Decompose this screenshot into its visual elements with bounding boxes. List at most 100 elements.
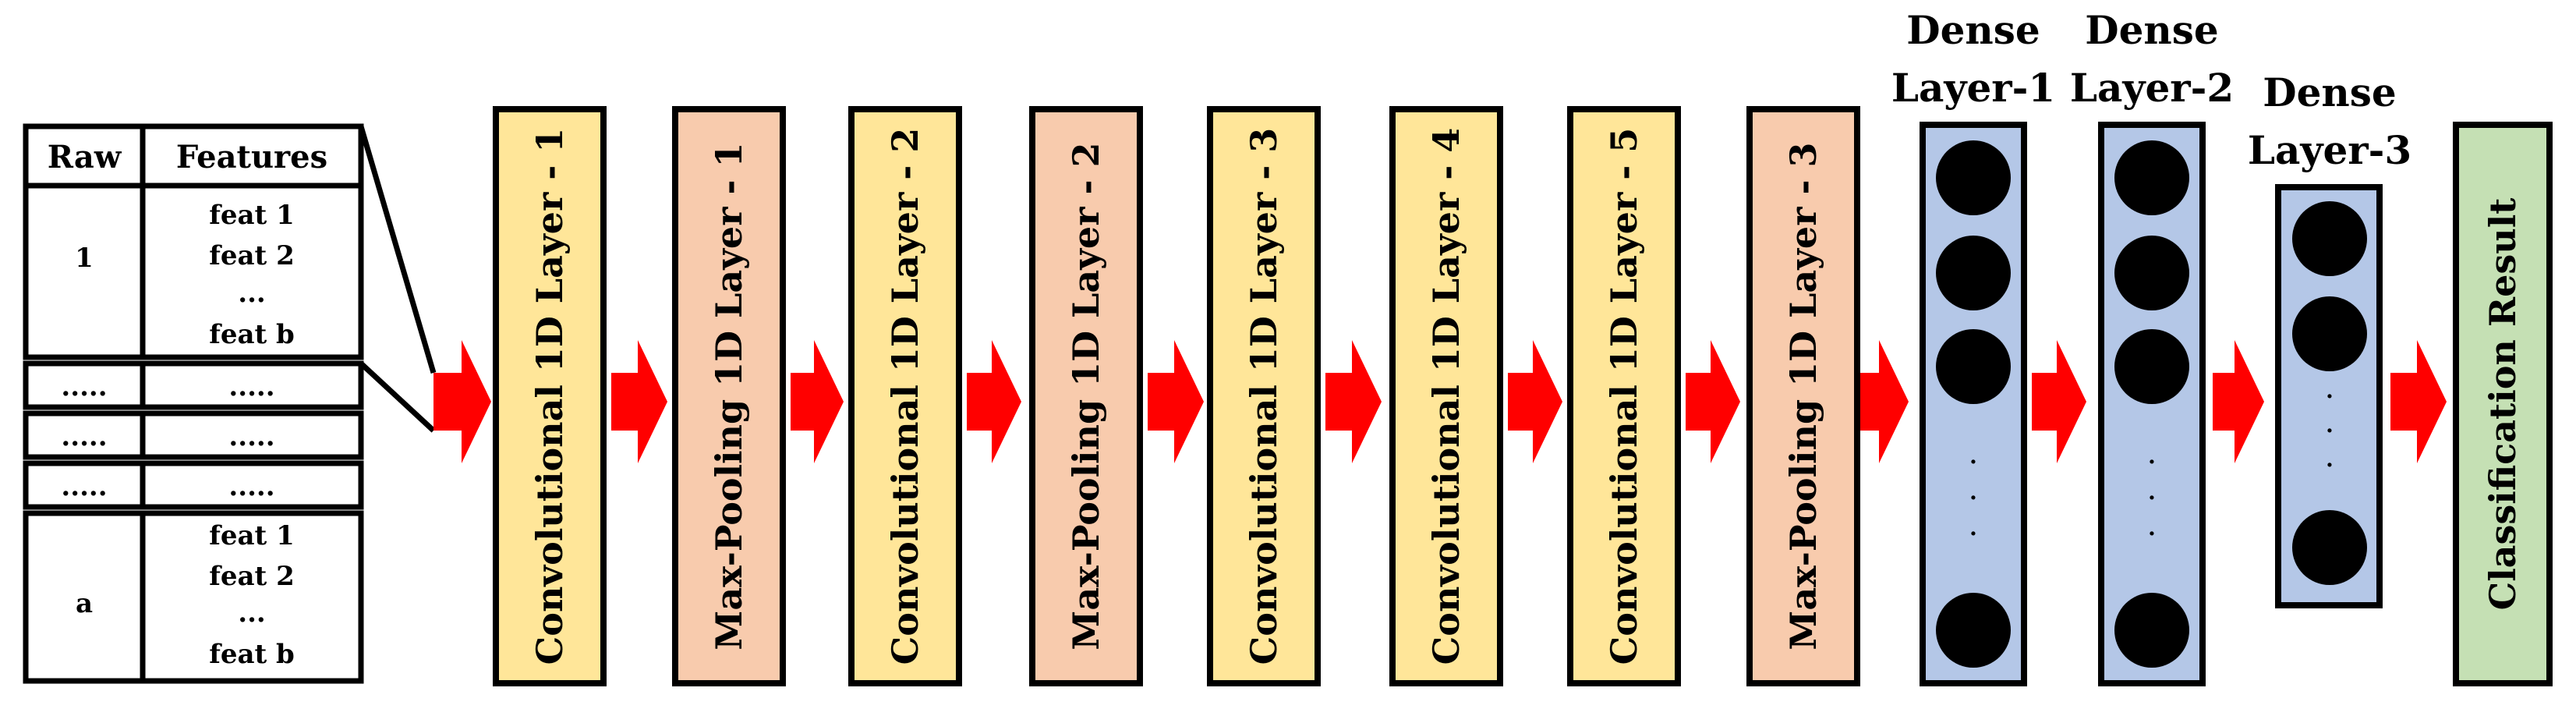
neuron-node (2292, 296, 2367, 371)
dense-layer-1: Dense Layer-1 · · · (1891, 7, 2055, 686)
table-cell-raw: ..... (61, 471, 107, 502)
dense-layer-title: Dense (2263, 69, 2396, 115)
neuron-node (2114, 593, 2189, 668)
ellipsis-dot: · (1969, 445, 1979, 480)
ellipsis-dot: · (2147, 480, 2157, 516)
table-header-raw: Raw (48, 139, 122, 175)
table-row: ..... ..... (23, 410, 364, 460)
neuron-node (2292, 510, 2367, 585)
layer-label: Convolutional 1D Layer - 1 (529, 128, 571, 665)
neuron-node (1936, 236, 2011, 310)
layer-label: Max-Pooling 1D Layer - 2 (1065, 142, 1107, 650)
layer-box (848, 106, 962, 686)
table-cell-feature: ... (238, 597, 266, 629)
flow-arrow (1508, 340, 1562, 463)
ellipsis-dot: · (2147, 445, 2157, 480)
layer-box (1207, 106, 1321, 686)
table-cell-feature: feat 2 (209, 561, 295, 592)
layer-conv-1: Convolutional 1D Layer - 1 (493, 106, 607, 686)
table-cell-raw: 1 (75, 243, 94, 274)
layer-pool-2: Max-Pooling 1D Layer - 2 (1029, 106, 1143, 686)
table-cell-feature: feat 1 (209, 520, 295, 551)
layer-box (1389, 106, 1503, 686)
table-cell-feature: ..... (228, 471, 274, 502)
layer-pool-3: Max-Pooling 1D Layer - 3 (1746, 106, 1860, 686)
dense-layer-3: Dense Layer-3 · · · (2248, 69, 2411, 608)
table-row: ..... ..... (23, 360, 364, 410)
layer-label: Convolutional 1D Layer - 3 (1243, 128, 1285, 665)
flow-arrow (2390, 340, 2447, 463)
table-row: 1 feat 1 feat 2 ... feat b (23, 183, 364, 360)
table-row-frame (23, 183, 364, 360)
neuron-node (2114, 140, 2189, 215)
layer-label: Max-Pooling 1D Layer - 3 (1782, 142, 1824, 650)
flow-arrow (1148, 340, 1204, 463)
dense-layer-2: Dense Layer-2 · · · (2070, 7, 2234, 686)
flow-arrow (611, 340, 667, 463)
dense-layer-title: Layer-2 (2070, 65, 2234, 111)
table-cell-raw: a (76, 588, 93, 619)
flow-arrow (967, 340, 1021, 463)
neuron-node (2114, 329, 2189, 404)
layer-box (1746, 106, 1860, 686)
layer-label: Convolutional 1D Layer - 4 (1425, 128, 1467, 665)
flow-arrow (2032, 340, 2086, 463)
flow-arrow (1852, 340, 1909, 463)
table-cell-feature: ..... (228, 371, 274, 402)
ellipsis-dot: · (1969, 516, 1979, 552)
layer-box (1029, 106, 1143, 686)
neuron-node (2292, 201, 2367, 276)
table-cell-raw: ..... (61, 371, 107, 402)
dense-layer-title: Dense (2085, 7, 2218, 53)
layer-label: Convolutional 1D Layer - 2 (884, 128, 926, 665)
table-row-frame (23, 510, 364, 684)
neuron-node (1936, 140, 2011, 215)
layer-box (493, 106, 607, 686)
table-cell-feature: feat b (209, 639, 295, 670)
layer-conv-5: Convolutional 1D Layer - 5 (1567, 106, 1681, 686)
layer-label: Max-Pooling 1D Layer - 1 (708, 142, 750, 650)
layer-pool-1: Max-Pooling 1D Layer - 1 (672, 106, 786, 686)
table-cell-feature: feat b (209, 319, 295, 350)
layer-conv-4: Convolutional 1D Layer - 4 (1389, 106, 1503, 686)
table-row: ..... ..... (23, 460, 364, 510)
flow-arrow (433, 340, 491, 463)
output-box (2453, 122, 2553, 686)
flow-arrow (1325, 340, 1382, 463)
table-header-features: Features (176, 139, 327, 175)
ellipsis-dot: · (2325, 413, 2335, 449)
table-cell-raw: ..... (61, 421, 107, 452)
table-row: a feat 1 feat 2 ... feat b (23, 510, 364, 684)
layer-label: Convolutional 1D Layer - 5 (1603, 128, 1645, 665)
ellipsis-dot: · (2147, 516, 2157, 552)
table-cell-feature: feat 2 (209, 240, 295, 271)
layer-conv-3: Convolutional 1D Layer - 3 (1207, 106, 1321, 686)
table-row-frame (23, 360, 364, 410)
layer-conv-2: Convolutional 1D Layer - 2 (848, 106, 962, 686)
table-cell-feature: feat 1 (209, 200, 295, 231)
table-cell-feature: ... (238, 278, 266, 309)
ellipsis-dot: · (2325, 448, 2335, 484)
table-connector-line (358, 126, 437, 374)
table-row-frame (23, 410, 364, 460)
ellipsis-dot: · (2325, 379, 2335, 415)
dense-layer-title: Dense (1906, 7, 2040, 53)
ellipsis-dot: · (1969, 480, 1979, 516)
input-table: Raw Features 1 feat 1 feat 2 ... feat b … (23, 123, 437, 684)
neuron-node (2114, 236, 2189, 310)
dense-layer-title: Layer-1 (1891, 65, 2055, 111)
classification-result: Classification Result (2453, 122, 2553, 686)
output-label: Classification Result (2482, 197, 2524, 611)
neuron-node (1936, 329, 2011, 404)
layer-box (1567, 106, 1681, 686)
flow-arrow (2213, 340, 2264, 463)
dense-layer-title: Layer-3 (2248, 127, 2411, 173)
layer-box (672, 106, 786, 686)
table-cell-feature: ..... (228, 421, 274, 452)
table-connector-line (359, 361, 436, 433)
neuron-node (1936, 593, 2011, 668)
table-row-frame (23, 460, 364, 510)
flow-arrow (1686, 340, 1740, 463)
